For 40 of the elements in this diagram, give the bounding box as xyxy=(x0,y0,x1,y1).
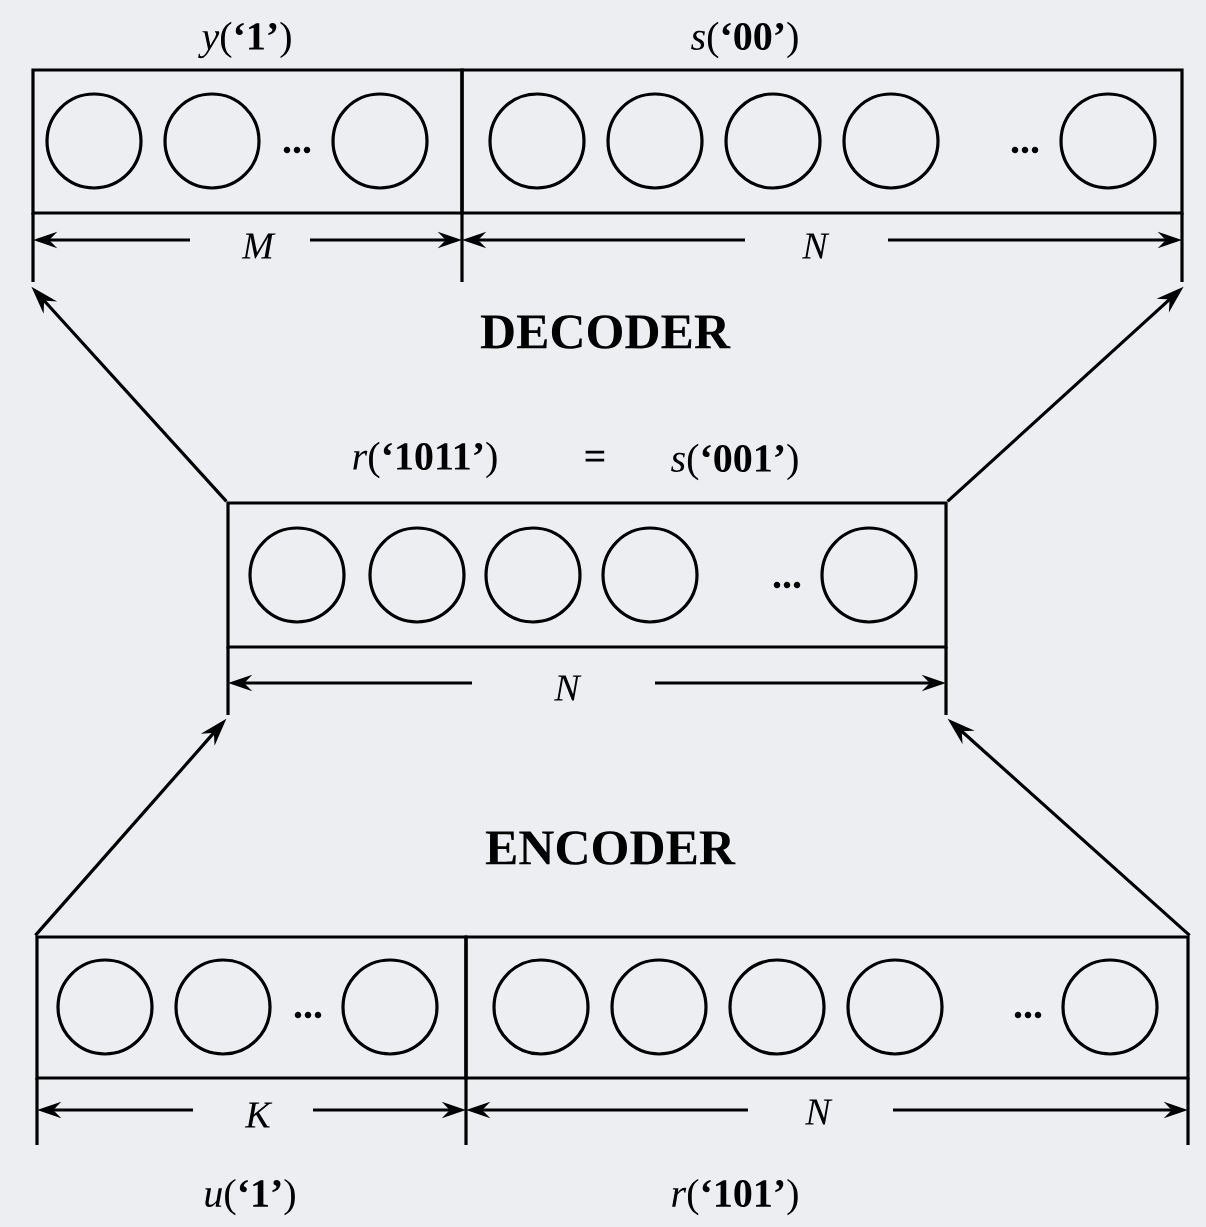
neuron-circle xyxy=(368,526,466,624)
neuron-circle xyxy=(174,958,272,1056)
dimension-label: N xyxy=(805,1099,833,1125)
section-title: ENCODER xyxy=(485,831,736,865)
equals-sign: = xyxy=(585,450,605,462)
neuron-circle xyxy=(331,92,429,190)
ellipsis: ... xyxy=(773,581,801,589)
section-title: DECODER xyxy=(480,315,731,349)
dimension-label: N xyxy=(554,675,582,701)
neuron-circle xyxy=(341,958,439,1056)
heading-label: s(‘001’) xyxy=(671,443,798,481)
neuron-circle xyxy=(56,958,154,1056)
neuron-circle xyxy=(1061,958,1159,1056)
neuron-circle xyxy=(610,958,708,1056)
dimension-label: K xyxy=(244,1102,273,1128)
neuron-circle xyxy=(45,92,143,190)
neuron-circle xyxy=(728,958,826,1056)
neuron-circle xyxy=(163,92,261,190)
heading-label: s(‘00’) xyxy=(691,21,798,59)
neuron-circle xyxy=(492,958,590,1056)
dimension-label: M xyxy=(241,233,276,259)
neuron-circle xyxy=(248,526,346,624)
neuron-circle xyxy=(606,92,704,190)
neuron-circle xyxy=(820,526,918,624)
ellipsis: ... xyxy=(1014,1011,1042,1019)
ellipsis: ... xyxy=(283,146,311,154)
ellipsis: ... xyxy=(294,1011,322,1019)
neuron-circle xyxy=(724,92,822,190)
neuron-circle xyxy=(601,526,699,624)
neuron-circle xyxy=(1059,92,1157,190)
neuron-circle xyxy=(488,92,586,190)
heading-label: y(‘1’) xyxy=(198,21,291,59)
ellipsis: ... xyxy=(1011,146,1039,154)
heading-label: u(‘1’) xyxy=(205,1178,295,1216)
neuron-circle xyxy=(846,958,944,1056)
neuron-circle xyxy=(484,526,582,624)
neuron-circle xyxy=(842,92,940,190)
dimension-label: N xyxy=(802,233,830,259)
heading-label: r(‘101’) xyxy=(672,1178,798,1216)
heading-label: r(‘1011’) xyxy=(353,441,497,479)
